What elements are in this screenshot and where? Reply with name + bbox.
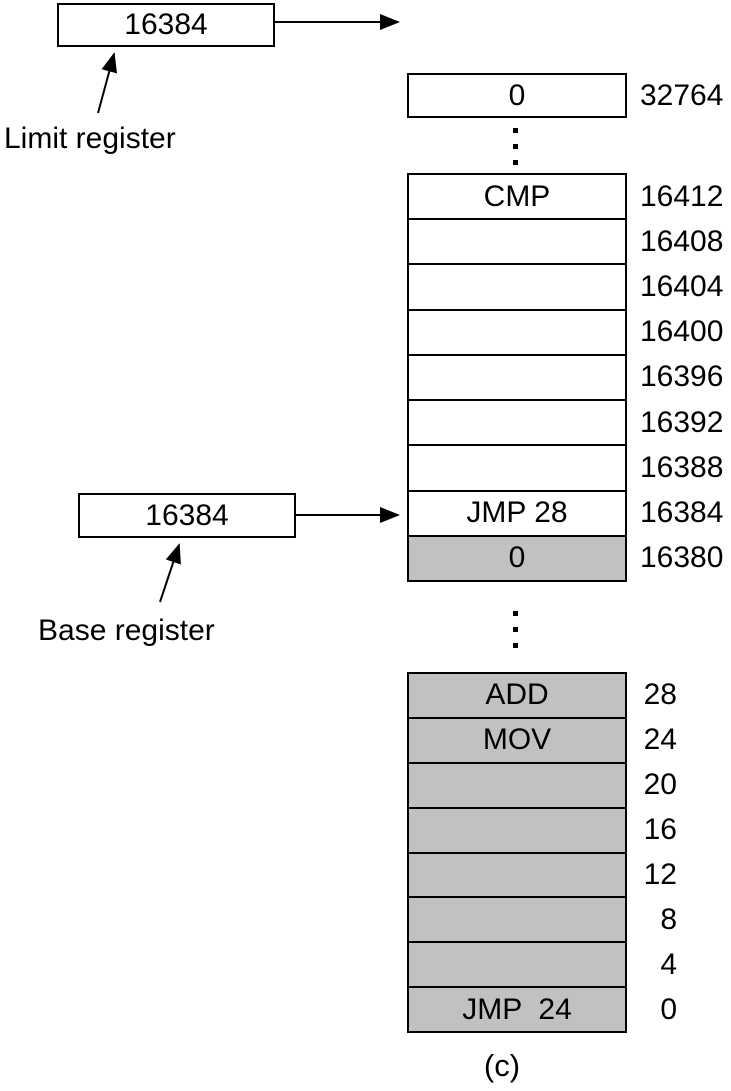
memory-cell-row: 4 (409, 943, 677, 989)
memory-cell-row: ADD 28 (409, 674, 677, 719)
memory-cell-address: 4 (660, 947, 677, 981)
memory-cell-address: 12 (643, 857, 677, 891)
memory-cell-address: 16404 (640, 270, 724, 304)
memory-cell-row: 8 (409, 898, 677, 944)
memory-cell-row: 16 (409, 808, 677, 854)
memory-cell-row: CMP 16412 (409, 175, 723, 221)
memory-cell-value: 0 (508, 541, 526, 575)
memory-cell-address: 16400 (640, 315, 724, 349)
memory-cell-row: 16400 (409, 310, 723, 356)
memory-middle-block: CMP 16412 16408 16404 16400 16396 16392 … (407, 173, 723, 582)
memory-cell-address: 16388 (640, 450, 724, 484)
memory-cell-row: 20 (409, 763, 677, 809)
memory-cell-value: CMP (483, 179, 551, 213)
limit-label-pointer-arrow (97, 52, 118, 114)
memory-cell-row: 16388 (409, 446, 723, 492)
memory-cell-row: 16404 (409, 265, 723, 311)
memory-cell-row: MOV 24 (409, 718, 677, 764)
memory-cell-address: 16396 (640, 360, 724, 394)
memory-cell-address: 16408 (640, 224, 724, 258)
memory-cell-address: 20 (643, 768, 677, 802)
memory-cell-value: 0 (508, 78, 526, 112)
memory-top-cell-block: 0 32764 (407, 73, 723, 118)
base-register-value: 16384 (145, 498, 229, 532)
memory-cell-address: 16384 (640, 496, 724, 530)
memory-cell-value: MOV (482, 723, 552, 757)
vertical-ellipsis-icon (505, 611, 525, 648)
base-label-pointer-arrow (159, 543, 181, 603)
memory-cell-address: 24 (643, 723, 677, 757)
memory-cell-address: 16 (643, 813, 677, 847)
memory-cell-address: 16412 (640, 179, 724, 213)
limit-register-box: 16384 (57, 3, 275, 47)
memory-cell-value: JMP 24 (462, 992, 572, 1026)
memory-cell-value: JMP 28 (466, 496, 568, 530)
memory-cell-address: 16380 (640, 541, 724, 575)
memory-cell-row: 16396 (409, 355, 723, 402)
memory-bottom-block: ADD 28 MOV 24 20 16 12 8 4 JMP 24 0 (407, 672, 677, 1033)
memory-cell-address: 32764 (640, 78, 724, 112)
base-register-box: 16384 (78, 493, 296, 538)
memory-cell-address: 28 (643, 678, 677, 712)
memory-cell-row: 16392 (409, 401, 723, 447)
memory-cell-row: 16408 (409, 220, 723, 266)
memory-cell-address: 0 (660, 992, 677, 1026)
memory-cell-row: JMP 28 16384 (409, 491, 723, 537)
memory-cell-value: ADD (485, 678, 549, 712)
limit-register-label: Limit register (4, 122, 176, 155)
memory-cell-address: 16392 (640, 405, 724, 439)
limit-register-value: 16384 (124, 8, 208, 41)
memory-cell-row: JMP 24 0 (409, 988, 677, 1031)
memory-cell-row: 12 (409, 853, 677, 899)
memory-cell-row: 0 16380 (409, 536, 723, 580)
base-register-label: Base register (38, 614, 215, 647)
memory-cell-row: 0 32764 (409, 75, 723, 116)
vertical-ellipsis-icon (505, 128, 525, 165)
figure-caption: (c) (483, 1048, 521, 1083)
memory-cell-address: 8 (660, 902, 677, 936)
